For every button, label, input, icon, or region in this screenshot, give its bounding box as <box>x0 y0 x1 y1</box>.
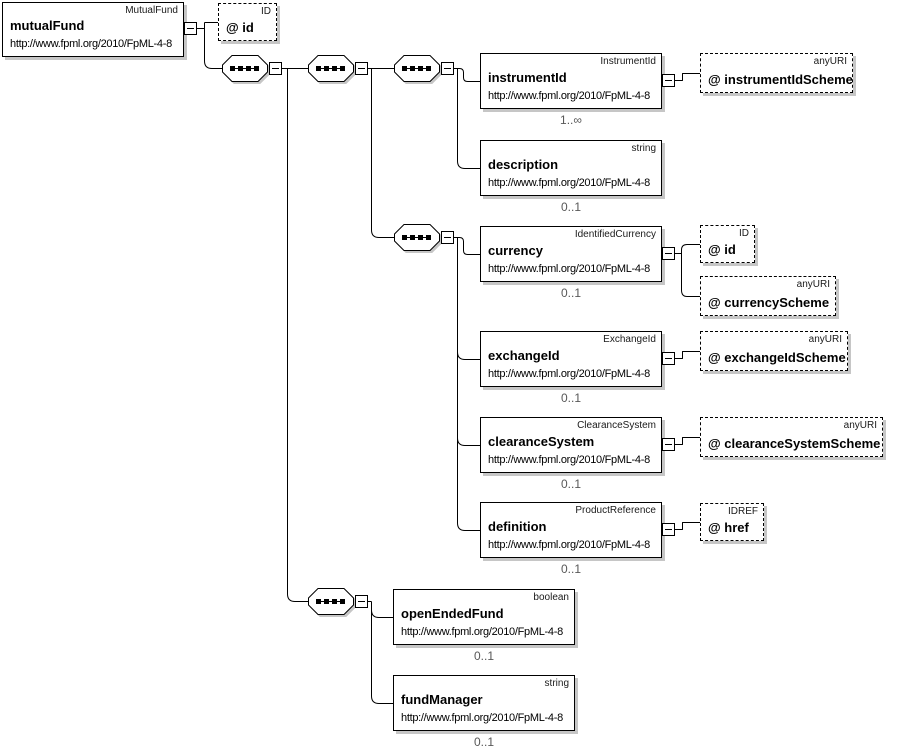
namespace-label: http://www.fpml.org/2010/FpML-4-8 <box>488 368 650 380</box>
type-label: IdentifiedCurrency <box>574 229 656 240</box>
sequence-icon-root[interactable] <box>222 55 268 82</box>
type-label: boolean <box>533 592 569 603</box>
attribute-box-currency-id[interactable]: ID @ id <box>700 225 755 263</box>
attribute-box-exchangeIdScheme[interactable]: anyURI @ exchangeIdScheme <box>700 331 848 371</box>
type-label: anyURI <box>843 420 877 431</box>
collapse-toggle-sequence-fund[interactable] <box>355 595 368 608</box>
namespace-label: http://www.fpml.org/2010/FpML-4-8 <box>401 626 563 638</box>
element-box-definition[interactable]: ProductReference definition http://www.f… <box>480 502 662 558</box>
element-name: definition <box>488 519 547 534</box>
element-box-clearanceSystem[interactable]: ClearanceSystem clearanceSystem http://w… <box>480 417 662 473</box>
attribute-name: @ instrumentIdScheme <box>708 72 853 87</box>
collapse-toggle-instrumentId[interactable] <box>662 74 675 87</box>
attribute-name: @ href <box>708 520 749 535</box>
cardinality-description: 0..1 <box>560 200 581 214</box>
collapse-toggle-sequence-identifiers[interactable] <box>441 62 454 75</box>
namespace-label: http://www.fpml.org/2010/FpML-4-8 <box>488 263 650 275</box>
cardinality-currency: 0..1 <box>560 286 581 300</box>
cardinality-clearanceSystem: 0..1 <box>560 477 581 491</box>
type-label: IDREF <box>728 506 758 517</box>
namespace-label: http://www.fpml.org/2010/FpML-4-8 <box>10 38 172 50</box>
cardinality-openEndedFund: 0..1 <box>473 649 494 663</box>
type-label: string <box>544 678 569 689</box>
attribute-name: @ id <box>226 20 254 35</box>
element-name: currency <box>488 243 543 258</box>
namespace-label: http://www.fpml.org/2010/FpML-4-8 <box>488 454 650 466</box>
attribute-box-href[interactable]: IDREF @ href <box>700 503 764 541</box>
element-box-currency[interactable]: IdentifiedCurrency currency http://www.f… <box>480 226 662 282</box>
element-name: exchangeId <box>488 348 560 363</box>
collapse-toggle-clearanceSystem[interactable] <box>662 438 675 451</box>
cardinality-definition: 0..1 <box>560 562 581 576</box>
type-label: ExchangeId <box>603 334 656 345</box>
type-label: anyURI <box>813 56 847 67</box>
type-label: ID <box>739 228 749 239</box>
element-name: openEndedFund <box>401 606 504 621</box>
element-name: mutualFund <box>10 18 85 33</box>
collapse-toggle-definition[interactable] <box>662 523 675 536</box>
element-box-fundManager[interactable]: string fundManager http://www.fpml.org/2… <box>393 675 575 731</box>
element-name: clearanceSystem <box>488 434 595 449</box>
attribute-name: @ id <box>708 242 736 257</box>
element-name: fundManager <box>401 692 483 707</box>
type-label: string <box>631 143 656 154</box>
namespace-label: http://www.fpml.org/2010/FpML-4-8 <box>488 90 650 102</box>
sequence-icon-details[interactable] <box>394 224 440 251</box>
namespace-label: http://www.fpml.org/2010/FpML-4-8 <box>488 177 650 189</box>
type-label: anyURI <box>796 279 830 290</box>
type-label: MutualFund <box>125 5 178 16</box>
cardinality-instrumentId: 1..∞ <box>560 113 582 127</box>
cardinality-fundManager: 0..1 <box>473 735 494 749</box>
collapse-toggle-sequence-details[interactable] <box>441 231 454 244</box>
cardinality-exchangeId: 0..1 <box>560 391 581 405</box>
attribute-name: @ clearanceSystemScheme <box>708 436 881 451</box>
element-name: instrumentId <box>488 70 567 85</box>
type-label: InstrumentId <box>600 56 656 67</box>
element-box-exchangeId[interactable]: ExchangeId exchangeId http://www.fpml.or… <box>480 331 662 387</box>
element-box-mutualFund[interactable]: MutualFund mutualFund http://www.fpml.or… <box>2 2 184 57</box>
type-label: ProductReference <box>575 505 656 516</box>
attribute-box-currencyScheme[interactable]: anyURI @ currencyScheme <box>700 276 836 316</box>
element-name: description <box>488 157 559 172</box>
attribute-box-clearanceSystemScheme[interactable]: anyURI @ clearanceSystemScheme <box>700 417 883 457</box>
type-label: ID <box>261 6 271 17</box>
element-box-instrumentId[interactable]: InstrumentId instrumentId http://www.fpm… <box>480 53 662 109</box>
collapse-toggle-exchangeId[interactable] <box>662 352 675 365</box>
attribute-name: @ currencyScheme <box>708 295 830 310</box>
collapse-toggle-sequence-main[interactable] <box>355 62 368 75</box>
attribute-box-instrumentIdScheme[interactable]: anyURI @ instrumentIdScheme <box>700 53 853 93</box>
type-label: anyURI <box>808 334 842 345</box>
sequence-icon-identifiers[interactable] <box>394 55 440 82</box>
namespace-label: http://www.fpml.org/2010/FpML-4-8 <box>488 539 650 551</box>
attribute-box-id[interactable]: ID @ id <box>218 3 277 41</box>
element-box-openEndedFund[interactable]: boolean openEndedFund http://www.fpml.or… <box>393 589 575 645</box>
collapse-toggle-currency[interactable] <box>662 247 675 260</box>
type-label: ClearanceSystem <box>577 420 656 431</box>
collapse-toggle-mutualFund[interactable] <box>184 22 197 35</box>
collapse-toggle-sequence-root[interactable] <box>269 62 282 75</box>
sequence-icon-fund[interactable] <box>308 588 354 615</box>
sequence-icon-main[interactable] <box>308 55 354 82</box>
element-box-description[interactable]: string description http://www.fpml.org/2… <box>480 140 662 196</box>
attribute-name: @ exchangeIdScheme <box>708 350 846 365</box>
namespace-label: http://www.fpml.org/2010/FpML-4-8 <box>401 712 563 724</box>
